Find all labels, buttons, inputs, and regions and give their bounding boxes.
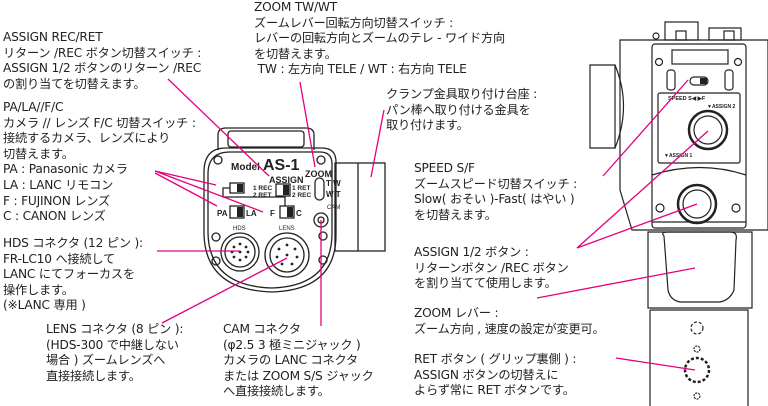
callout-line: Slow( おそい )-Fast( はやい ) xyxy=(414,192,575,207)
callout-title: クランプ金具取り付け台座 : xyxy=(386,87,538,101)
as1-controller-front xyxy=(203,127,386,293)
callout-pa-la-f-c: PA/LA//F/C カメラ // レンズ F/C 切替スイッチ : 接続するカ… xyxy=(3,100,196,225)
callout-line: ASSIGN ボタンの切替えに xyxy=(414,367,559,382)
assign2-label: ▼ASSIGN 2 xyxy=(707,104,736,110)
lens-label: LENS xyxy=(279,226,295,232)
callout-assign-rec-ret: ASSIGN REC/RET リターン /REC ボタン切替スイッチ : ASS… xyxy=(3,30,201,92)
hds-connector xyxy=(220,232,260,272)
callout-line: PA : Panasonic カメラ xyxy=(3,162,128,177)
callout-lens-connector: LENS コネクタ (8 ピン ): (HDS-300 で中継しない 場合 ) … xyxy=(46,322,183,384)
callout-line: レバーの回転方向とズームのテレ - ワイド方向 xyxy=(254,31,505,46)
callout-line: の割り当てを切替えます。 xyxy=(3,76,146,91)
callout-line: ズームレバー回転方向切替スイッチ : xyxy=(254,15,454,30)
callout-hds-connector: HDS コネクタ (12 ピン ): FR-LC10 へ接続して LANC にて… xyxy=(3,236,143,314)
as1-panel-labels: Model AS-1 ASSIGN 1 REC 2 RET 1 RET 2 RE… xyxy=(217,157,341,232)
callout-line: リターンボタン /REC ボタン xyxy=(414,260,569,275)
callout-assign-buttons: ASSIGN 1/2 ボタン : リターンボタン /REC ボタン を割り当てて… xyxy=(414,245,569,292)
callout-cam-connector: CAM コネクタ (φ2.5 3 極ミニジャック ) カメラの LANC コネク… xyxy=(223,322,374,400)
callout-title: ASSIGN REC/RET xyxy=(3,30,103,44)
callout-line: を割り当てて使用します。 xyxy=(414,276,557,291)
zoom-grip-side xyxy=(589,21,768,406)
callout-title: CAM コネクタ xyxy=(223,322,301,336)
callout-line: 切替えます。 xyxy=(3,146,74,161)
callout-title: SPEED S/F xyxy=(414,161,475,175)
callout-line: (※LANC 専用 ) xyxy=(3,298,86,313)
speed-label: SPEED S◀ ▶F xyxy=(668,95,706,102)
callout-title: HDS コネクタ (12 ピン ): xyxy=(3,236,143,250)
callout-title: ZOOM レバー : xyxy=(414,306,499,320)
grip-panel-labels: SPEED S◀ ▶F ▼ASSIGN 2 ▼ASSIGN 1 xyxy=(664,95,736,159)
callout-line: TW : 左方向 TELE / WT : 右方向 TELE xyxy=(254,62,467,77)
callout-line: へ直接接続します。 xyxy=(223,384,330,399)
callout-ret-button: RET ボタン ( グリップ裏側 ) : ASSIGN ボタンの切替えに よらず… xyxy=(414,352,576,399)
rec2-label: 2 REC xyxy=(292,192,311,199)
callout-line: (φ2.5 3 極ミニジャック ) xyxy=(223,337,361,352)
callout-line: ズームスピード切替スイッチ : xyxy=(414,176,578,191)
ret2-label: 2 RET xyxy=(253,192,271,199)
ret-button xyxy=(683,356,711,384)
callout-line: よらず常に RET ボタンです。 xyxy=(414,383,575,398)
cam-label: CAM xyxy=(327,205,340,211)
callout-line: パン棒へ取り付ける金具を xyxy=(386,102,531,117)
callout-title: PA/LA//F/C xyxy=(3,100,64,114)
lens-connector xyxy=(264,232,310,278)
callout-line: を切替えます。 xyxy=(254,46,337,61)
callout-line: F : FUJINON レンズ xyxy=(3,193,111,208)
callout-line: FR-LC10 へ接続して xyxy=(3,251,116,266)
callout-zoom-tw-wt: ZOOM TW/WT ズームレバー回転方向切替スイッチ : レバーの回転方向とズ… xyxy=(254,0,505,78)
zoom-label: ZOOM xyxy=(305,169,332,179)
callout-line: または ZOOM S/S ジャック xyxy=(223,368,374,383)
assign-1-button xyxy=(676,183,718,225)
callout-line: 接続するカメラ、レンズにより xyxy=(3,131,171,146)
callout-line: ズーム方向 , 速度の設定が変更可。 xyxy=(414,321,605,336)
tw-label: T W xyxy=(326,179,341,188)
callout-line: を切替えます。 xyxy=(414,207,497,222)
callout-line: LA : LANC リモコン xyxy=(3,177,114,192)
callout-line: 取り付けます。 xyxy=(386,118,469,133)
callout-title: LENS コネクタ (8 ピン ): xyxy=(46,322,184,336)
callout-line: 直接接続します。 xyxy=(46,368,141,383)
f-label: F xyxy=(270,209,275,218)
assign1-label: ▼ASSIGN 1 xyxy=(664,153,693,159)
callout-line: 操作します。 xyxy=(3,282,74,297)
callout-title: ZOOM TW/WT xyxy=(254,0,338,14)
callout-line: LANC にてフォーカスを xyxy=(3,267,135,282)
callout-line: 場合 ) ズームレンズへ xyxy=(46,353,166,368)
hds-label: HDS xyxy=(233,226,246,232)
callout-line: ASSIGN 1/2 ボタンのリターン /REC xyxy=(3,61,202,76)
callout-speed-switch: SPEED S/F ズームスピード切替スイッチ : Slow( おそい )-Fa… xyxy=(414,161,577,223)
callout-line: C : CANON レンズ xyxy=(3,209,106,224)
callout-clamp-mount: クランプ金具取り付け台座 : パン棒へ取り付ける金具を 取り付けます。 xyxy=(386,87,537,134)
callout-line: リターン /REC ボタン切替スイッチ : xyxy=(3,45,202,60)
callout-line: カメラの LANC コネクタ xyxy=(223,353,358,368)
assign-rec-ret-switch xyxy=(275,183,291,197)
model-label: Model xyxy=(231,162,260,173)
callout-zoom-lever: ZOOM レバー : ズーム方向 , 速度の設定が変更可。 xyxy=(414,306,605,337)
wt-label: W T xyxy=(326,190,341,199)
c-label: C xyxy=(296,209,302,218)
callout-title: RET ボタン ( グリップ裏側 ) : xyxy=(414,352,577,366)
leader-lines xyxy=(154,78,709,371)
ret1-label: 1 RET xyxy=(292,185,310,192)
la-label: LA xyxy=(246,209,257,218)
f-c-switch xyxy=(279,205,295,219)
pa-la-switch xyxy=(229,205,245,219)
pa-label: PA xyxy=(217,209,228,218)
lens-pins xyxy=(275,243,299,266)
callout-line: (HDS-300 で中継しない xyxy=(46,337,179,352)
callout-line: カメラ // レンズ F/C 切替スイッチ : xyxy=(3,115,196,130)
rec1-label: 1 REC xyxy=(253,185,272,192)
assign-2-button xyxy=(687,109,729,151)
assign-label: ASSIGN xyxy=(269,175,304,185)
zoom-tw-wt-switch xyxy=(314,177,325,201)
callout-title: ASSIGN 1/2 ボタン : xyxy=(414,245,529,259)
model-name: AS-1 xyxy=(263,157,300,174)
hds-pins xyxy=(230,242,250,262)
speed-switch xyxy=(689,76,709,86)
